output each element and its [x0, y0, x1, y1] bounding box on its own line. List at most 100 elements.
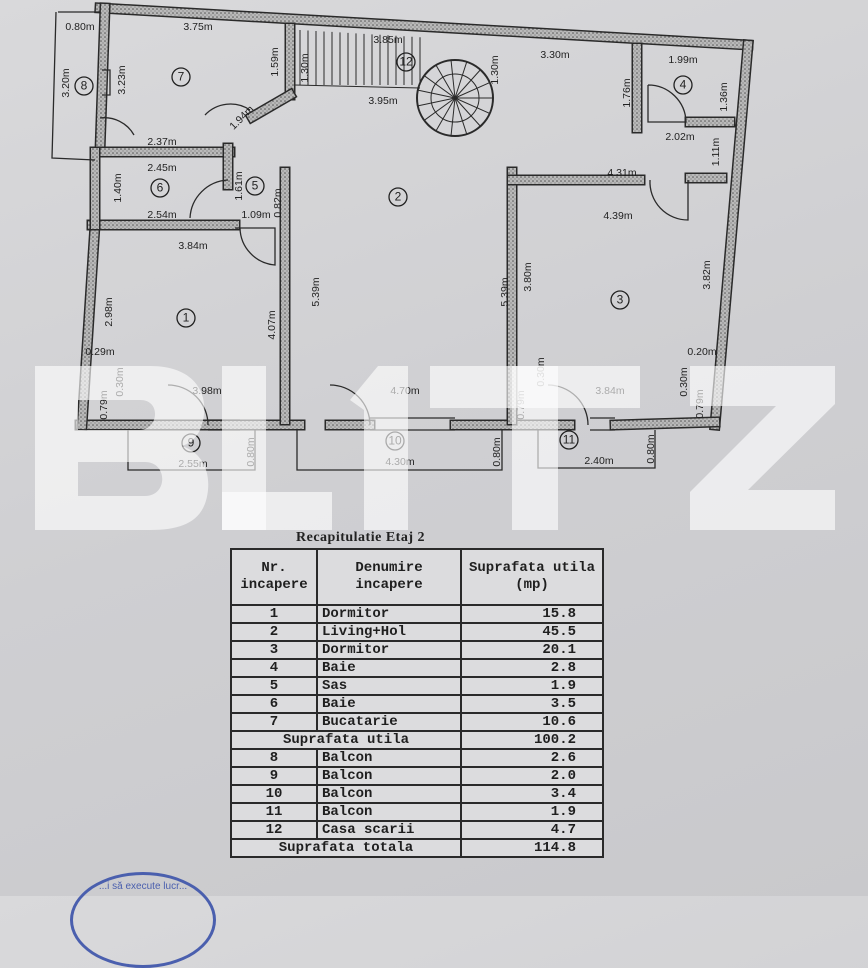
spiral-step — [450, 97, 456, 136]
dimension-label: 1.61m — [233, 171, 245, 200]
area-summary-table: Nr. incapere Denumire incapere Suprafata… — [230, 548, 604, 858]
spiral-step — [423, 75, 456, 99]
svg-text:12: 12 — [399, 55, 413, 69]
stamp: ...i să execute lucr... — [70, 872, 216, 968]
outline — [204, 103, 251, 116]
cell-area: 15.8 — [460, 604, 604, 624]
balconies-and-doors — [51, 11, 689, 471]
dimension-label: 0.80m — [245, 437, 257, 466]
dimension-label: 0.79m — [515, 390, 527, 419]
outline — [189, 179, 229, 219]
room-marker-6: 6 — [150, 178, 170, 198]
header-name: Denumire incapere — [316, 548, 462, 606]
dimension-label: 4.70m — [390, 385, 419, 397]
cell-name: Balcon — [316, 802, 462, 822]
dimension-label: 0.80m — [645, 434, 657, 463]
room-marker-11: 11 — [559, 430, 579, 450]
outline — [102, 69, 111, 96]
dimension-label: 0.20m — [687, 346, 716, 358]
dimension-label: 3.82m — [701, 260, 713, 289]
svg-text:2: 2 — [395, 190, 402, 204]
svg-text:1: 1 — [183, 311, 190, 325]
cell-nr: 11 — [230, 802, 318, 822]
dimension-label: 5.39m — [499, 277, 511, 306]
dimension-label: 0.30m — [678, 367, 690, 396]
cell-name: Balcon — [316, 766, 462, 786]
outline — [547, 384, 589, 426]
svg-text:4: 4 — [680, 78, 687, 92]
dimension-label: 3.98m — [192, 385, 221, 397]
dimension-label: 2.02m — [665, 131, 694, 143]
cell-nr: 5 — [230, 676, 318, 696]
cell-area: 4.7 — [460, 820, 604, 840]
spiral-step — [454, 97, 468, 135]
dimension-label: 2.54m — [147, 209, 176, 221]
dimension-label: 3.80m — [522, 262, 534, 291]
cell-name: Dormitor — [316, 640, 462, 660]
header-nr: Nr. incapere — [230, 548, 318, 606]
dimension-label: 3.20m — [60, 68, 72, 97]
room-marker-4: 4 — [673, 75, 693, 95]
wall-fill — [246, 89, 296, 123]
outline — [329, 384, 371, 426]
svg-text:6: 6 — [157, 181, 164, 195]
dimension-label: 4.39m — [603, 210, 632, 222]
cell-area: 2.0 — [460, 766, 604, 786]
dimension-label: 0.80m — [491, 437, 503, 466]
cell-area: 3.4 — [460, 784, 604, 804]
cell-nr: 7 — [230, 712, 318, 732]
room-marker-3: 3 — [610, 290, 630, 310]
spiral-step — [423, 97, 456, 121]
dimension-label: 1.30m — [299, 53, 311, 82]
stair-edge — [294, 84, 421, 89]
cell-area: 1.9 — [460, 802, 604, 822]
header-area: Suprafata utila (mp) — [460, 548, 604, 606]
cell-nr: 4 — [230, 658, 318, 678]
dimension-label: 3.95m — [368, 95, 397, 107]
dimension-label: 1.09m — [241, 209, 270, 221]
outline — [235, 227, 276, 266]
spiral-step — [454, 69, 481, 99]
spiral-step — [454, 97, 481, 127]
svg-text:8: 8 — [81, 79, 88, 93]
spiral-step — [417, 97, 456, 107]
dimension-label: 2.40m — [584, 455, 613, 467]
staircase — [294, 30, 494, 137]
dimension-label: 1.76m — [621, 78, 633, 107]
dimension-label: 2.45m — [147, 162, 176, 174]
cell-name: Baie — [316, 694, 462, 714]
room-marker-10: 10 — [385, 431, 405, 451]
dimension-label: 3.75m — [183, 21, 212, 33]
cell-name: Dormitor — [316, 604, 462, 624]
dimension-label: 0.79m — [98, 390, 110, 419]
dimension-label: 4.30m — [385, 456, 414, 468]
total-area: 114.8 — [460, 838, 604, 858]
cell-nr: 8 — [230, 748, 318, 768]
wall-fill — [95, 3, 110, 155]
dimension-label: 0.29m — [85, 346, 114, 358]
wall-fill — [95, 3, 753, 50]
svg-text:9: 9 — [188, 436, 195, 450]
svg-text:10: 10 — [388, 434, 402, 448]
spiral-step — [417, 89, 456, 99]
spiral-step — [454, 82, 490, 99]
outline — [51, 11, 100, 161]
room-marker-12: 12 — [396, 52, 416, 72]
room-marker-5: 5 — [245, 176, 265, 196]
dimension-label: 5.39m — [310, 277, 322, 306]
room-marker-7: 7 — [171, 67, 191, 87]
cell-name: Baie — [316, 658, 462, 678]
